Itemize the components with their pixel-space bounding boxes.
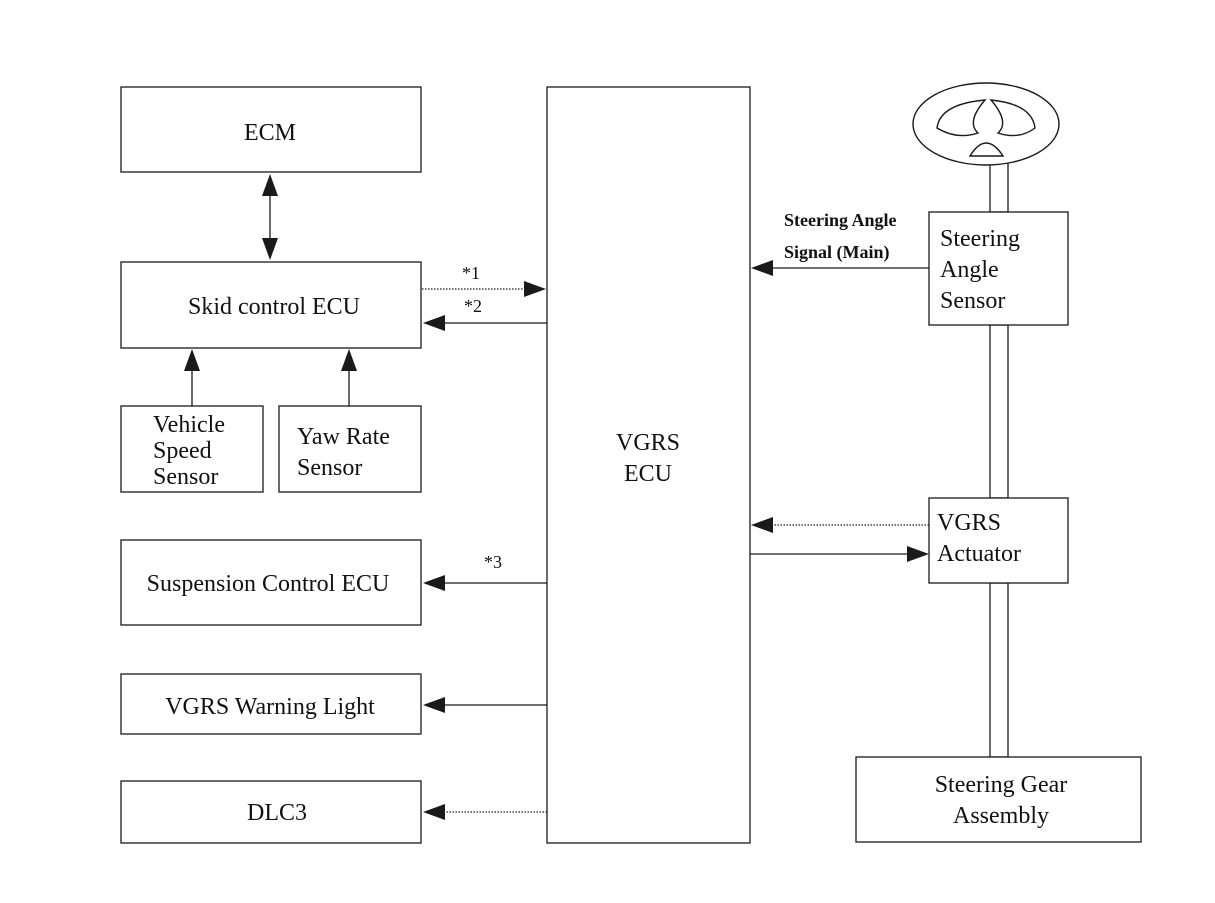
yaw-rate-sensor-line-2: Sensor bbox=[297, 455, 362, 481]
steering-angle-sensor-line-3: Sensor bbox=[940, 288, 1005, 314]
vgrs-ecu-line-1: VGRS bbox=[616, 430, 680, 456]
steering-column bbox=[989, 324, 1009, 758]
note-3-label: *3 bbox=[484, 552, 502, 572]
vgrs-to-dlc3-arrow bbox=[423, 804, 547, 820]
steering-angle-signal-line-2: Signal (Main) bbox=[784, 242, 890, 263]
vgrs-ecu-block: VGRS ECU bbox=[546, 86, 751, 844]
actuator-to-vgrs-arrow bbox=[751, 517, 929, 533]
steering-gear-assembly-block: Steering Gear Assembly bbox=[855, 756, 1142, 843]
ecm-block: ECM bbox=[120, 86, 422, 173]
vgrs-to-actuator-arrow bbox=[750, 546, 929, 562]
suspension-control-ecu-label: Suspension Control ECU bbox=[147, 571, 390, 597]
yaw-rate-to-skid-arrow bbox=[341, 349, 357, 406]
note-2-label: *2 bbox=[464, 296, 482, 316]
note-1-label: *1 bbox=[462, 263, 480, 283]
vehicle-speed-sensor-block: Vehicle Speed Sensor bbox=[120, 405, 264, 493]
suspension-control-ecu-block: Suspension Control ECU bbox=[120, 539, 422, 626]
vgrs-to-skid-signal-2: *2 bbox=[423, 296, 547, 331]
dlc3-label: DLC3 bbox=[247, 800, 307, 826]
skid-control-ecu-block: Skid control ECU bbox=[120, 261, 422, 349]
skid-to-vgrs-signal-1: *1 bbox=[422, 263, 546, 297]
vgrs-ecu-line-2: ECU bbox=[624, 461, 672, 487]
vgrs-warning-light-block: VGRS Warning Light bbox=[120, 673, 422, 735]
steering-angle-sensor-line-2: Angle bbox=[940, 257, 999, 283]
steering-gear-assembly-line-1: Steering Gear bbox=[935, 772, 1068, 798]
steering-angle-sensor-line-1: Steering bbox=[940, 226, 1020, 252]
ecm-label: ECM bbox=[244, 120, 296, 146]
vgrs-actuator-line-1: VGRS bbox=[937, 510, 1001, 536]
ecm-skid-link-arrow bbox=[262, 174, 278, 260]
steering-gear-assembly-line-2: Assembly bbox=[953, 803, 1049, 829]
vehicle-speed-sensor-line-1: Vehicle bbox=[153, 412, 225, 438]
vehicle-speed-to-skid-arrow bbox=[184, 349, 200, 406]
vgrs-to-warning-light-arrow bbox=[423, 697, 547, 713]
vgrs-actuator-line-2: Actuator bbox=[937, 541, 1021, 567]
dlc3-block: DLC3 bbox=[120, 780, 422, 844]
skid-control-ecu-label: Skid control ECU bbox=[188, 294, 360, 320]
vgrs-actuator-block: VGRS Actuator bbox=[928, 497, 1069, 584]
steering-wheel-icon bbox=[912, 82, 1060, 213]
steering-angle-sensor-block: Steering Angle Sensor bbox=[928, 211, 1069, 326]
steering-angle-signal-arrow: Steering Angle Signal (Main) bbox=[751, 210, 929, 276]
vgrs-to-suspension-signal-3: *3 bbox=[423, 552, 547, 591]
yaw-rate-sensor-block: Yaw Rate Sensor bbox=[278, 405, 422, 493]
vehicle-speed-sensor-line-3: Sensor bbox=[153, 464, 218, 490]
yaw-rate-sensor-line-1: Yaw Rate bbox=[297, 424, 390, 450]
steering-angle-signal-line-1: Steering Angle bbox=[784, 210, 897, 230]
vehicle-speed-sensor-line-2: Speed bbox=[153, 438, 212, 464]
vgrs-warning-light-label: VGRS Warning Light bbox=[165, 694, 375, 720]
